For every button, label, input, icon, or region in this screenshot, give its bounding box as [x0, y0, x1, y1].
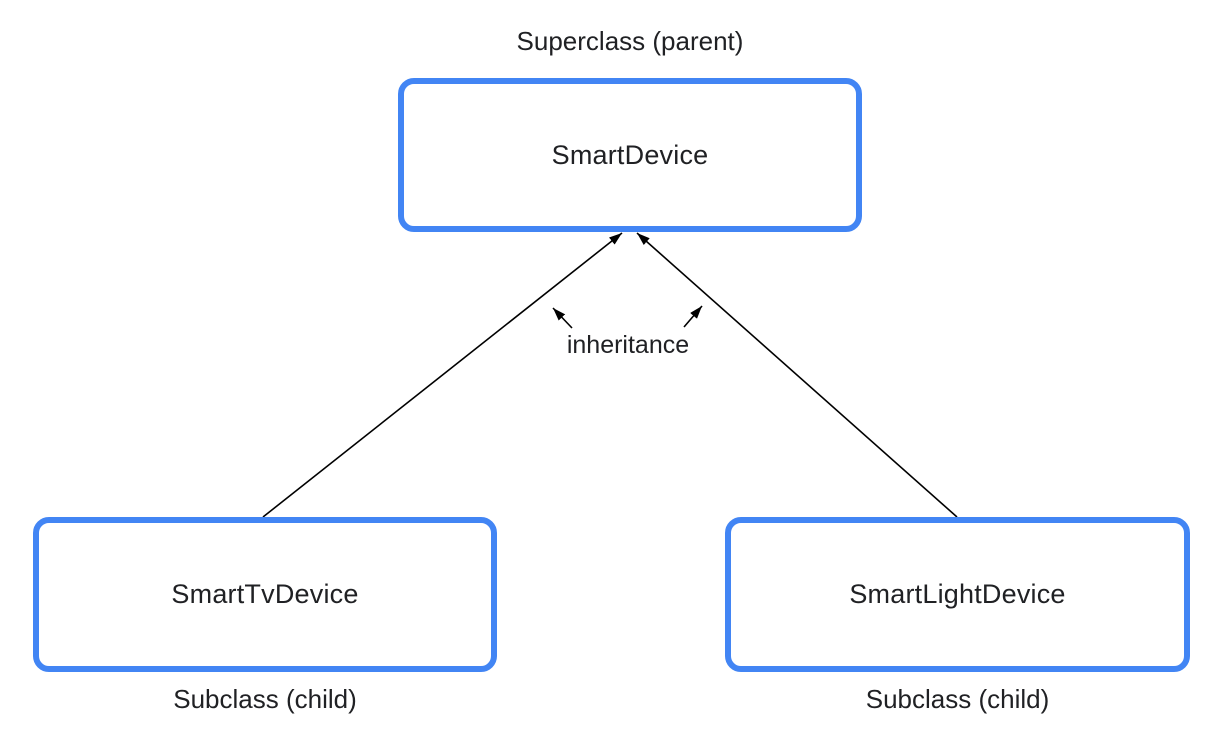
- subclass-caption: Subclass (child): [865, 684, 1050, 714]
- superclass-node-label: SmartDevice: [551, 139, 709, 170]
- inheritance-label: inheritance: [566, 331, 690, 359]
- inheritance-pointer-right-icon: [683, 305, 703, 328]
- subclass-node-smartlightdevice: SmartLightDevice: [725, 517, 1190, 672]
- subclass-node-smarttvdevice: SmartTvDevice: [33, 517, 497, 672]
- inheritance-pointer-left-icon: [552, 307, 573, 329]
- superclass-node: SmartDevice: [398, 78, 862, 232]
- inheritance-arrow-right: [636, 232, 958, 518]
- inheritance-arrow-left: [262, 232, 623, 518]
- subclass-caption: Subclass (child): [173, 684, 357, 714]
- subclass-node-label: SmartTvDevice: [171, 579, 359, 609]
- superclass-caption: Superclass (parent): [516, 26, 744, 56]
- subclass-node-label: SmartLightDevice: [849, 579, 1066, 609]
